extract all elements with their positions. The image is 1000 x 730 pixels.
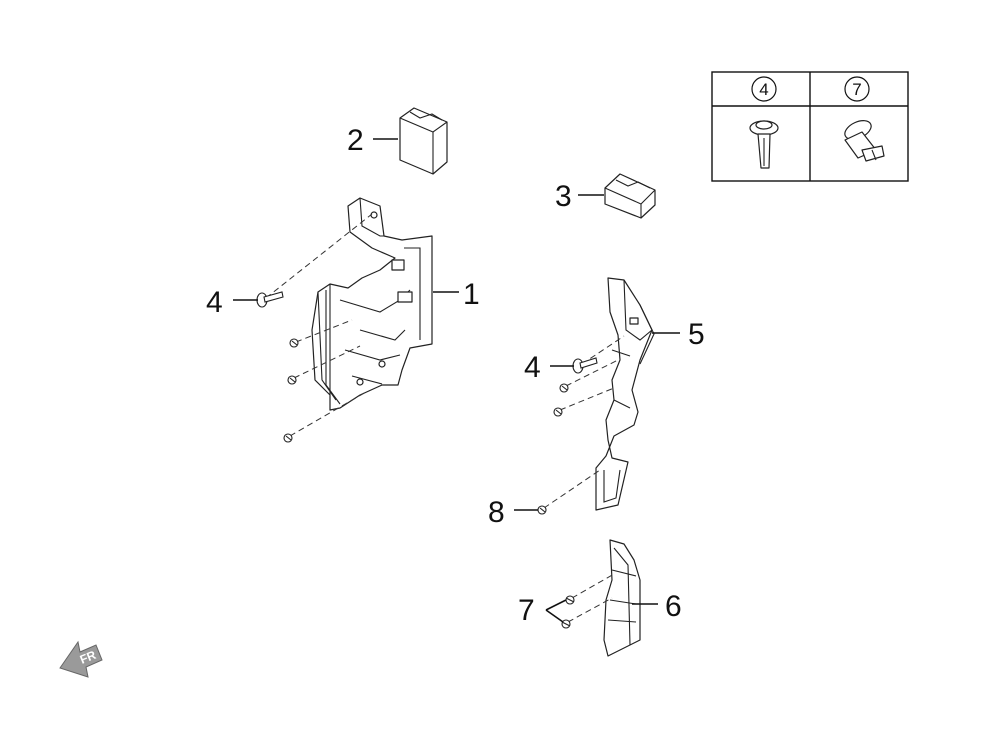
part-6-fasteners bbox=[561, 573, 615, 629]
push-clip-icon bbox=[844, 120, 885, 162]
pin-clip-icon bbox=[572, 357, 598, 374]
push-clip-icon bbox=[561, 619, 571, 629]
callout-4-lower: 4 bbox=[524, 351, 541, 384]
leader-7a bbox=[545, 599, 567, 611]
part-2-foam-block bbox=[399, 107, 448, 175]
part-3-foam-block bbox=[604, 173, 656, 219]
screw-icon bbox=[559, 383, 569, 393]
part-5-bracket bbox=[595, 277, 655, 511]
fr-label: FR bbox=[78, 648, 98, 667]
callout-7: 7 bbox=[518, 594, 535, 627]
callout-8: 8 bbox=[488, 496, 505, 529]
pin-clip-icon bbox=[749, 120, 779, 169]
screw-icon bbox=[287, 375, 297, 385]
callout-4-upper: 4 bbox=[206, 286, 223, 319]
part-5-fasteners bbox=[537, 335, 625, 515]
screw-icon bbox=[289, 338, 299, 348]
push-clip-icon bbox=[565, 595, 575, 605]
legend-label-7: 7 bbox=[852, 80, 861, 99]
fastener-legend-table: 4 7 bbox=[711, 71, 909, 182]
legend-label-4: 4 bbox=[759, 80, 768, 99]
callout-6: 6 bbox=[665, 590, 682, 623]
screw-icon bbox=[553, 407, 563, 417]
callout-2: 2 bbox=[347, 124, 364, 157]
leader-7b bbox=[545, 609, 564, 623]
part-1-bracket bbox=[311, 197, 433, 411]
legend-circle-7 bbox=[844, 76, 870, 102]
screw-icon bbox=[537, 505, 547, 515]
callout-1: 1 bbox=[463, 278, 480, 311]
part-6-cover bbox=[603, 539, 641, 657]
callout-5: 5 bbox=[688, 318, 705, 351]
callout-3: 3 bbox=[555, 180, 572, 213]
screw-icon bbox=[283, 433, 293, 443]
legend-circle-4 bbox=[751, 76, 777, 102]
front-direction-arrow: FR bbox=[59, 640, 103, 678]
